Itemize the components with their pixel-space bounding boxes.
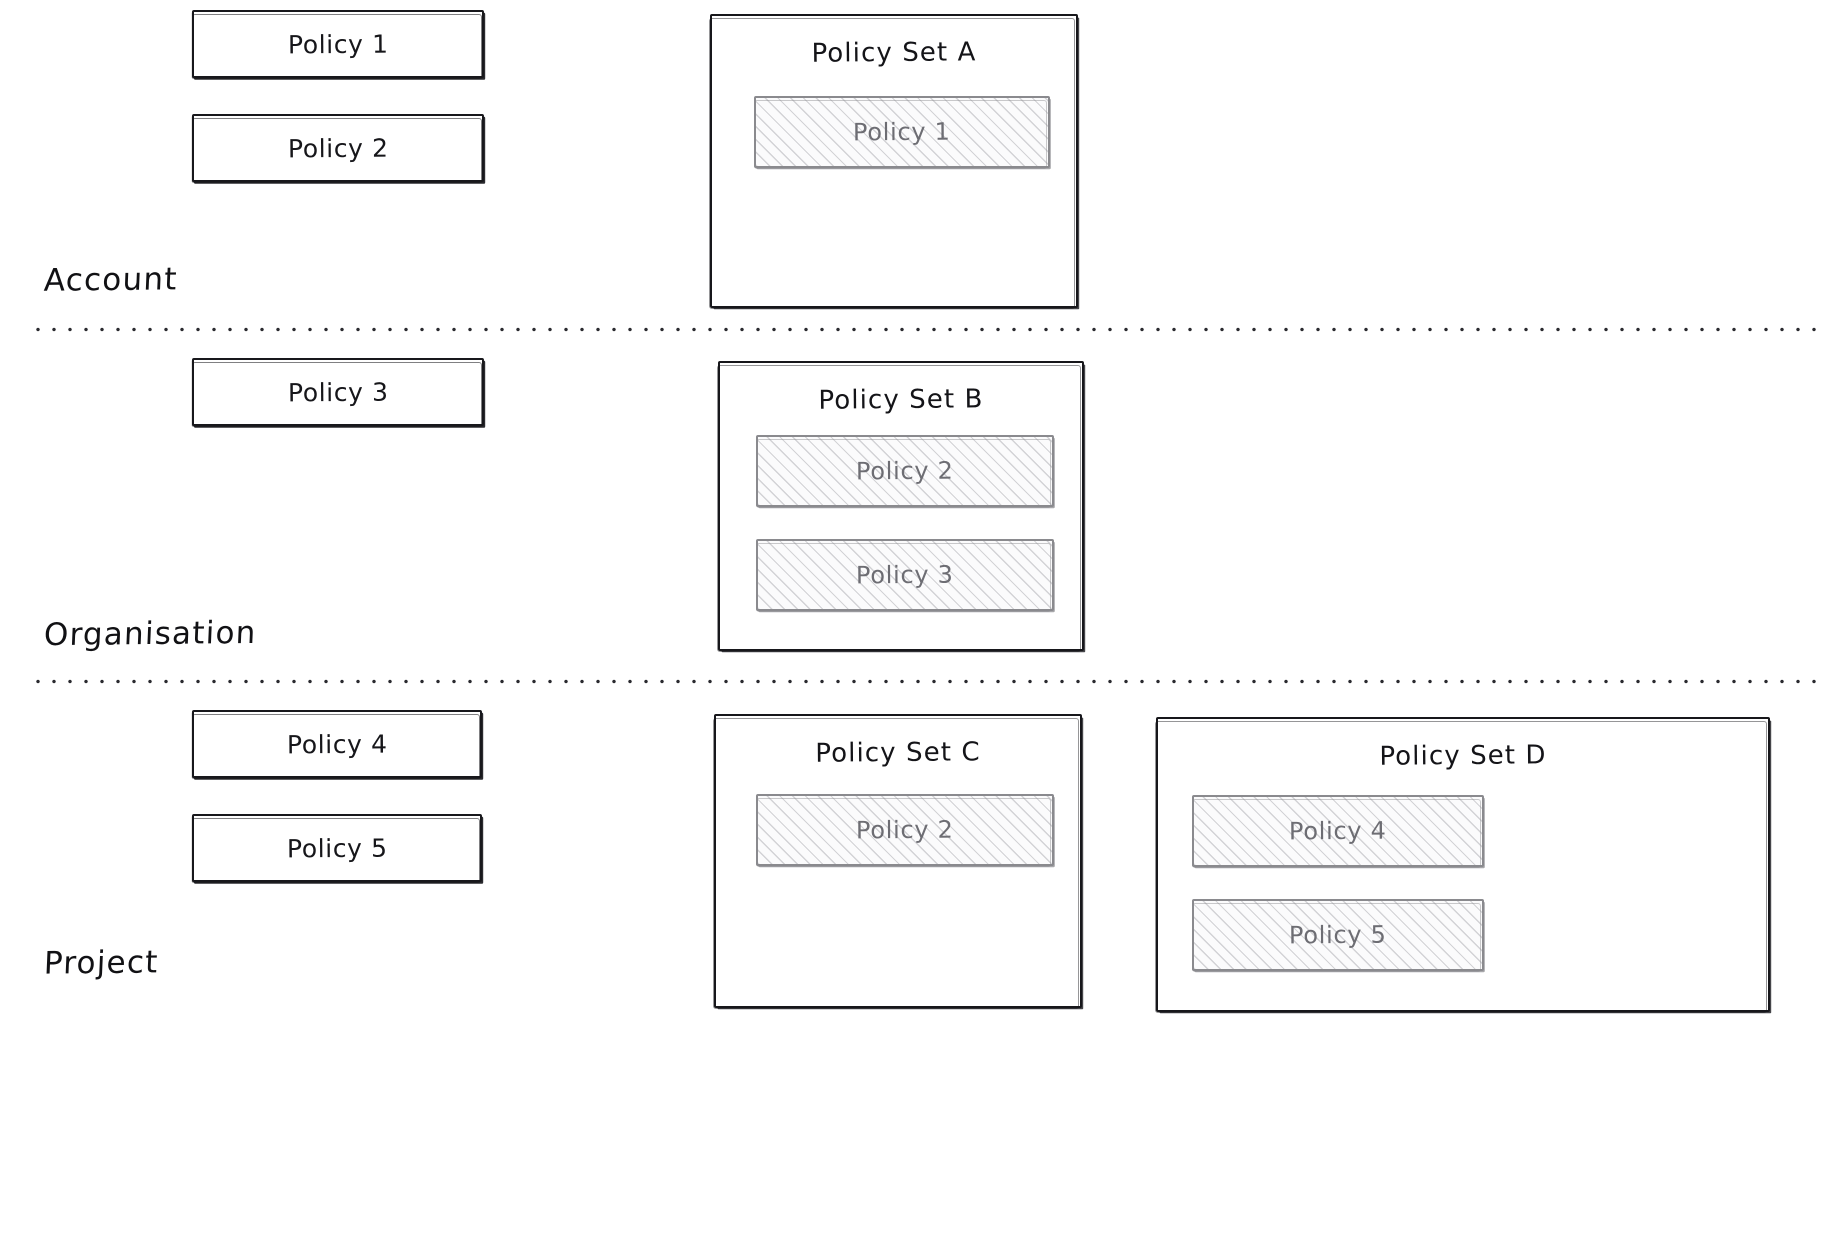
- policy-chip-label: Policy 3: [856, 560, 954, 590]
- policy-box-label: Policy 2: [287, 133, 389, 163]
- policy-set-title: Policy Set D: [1379, 740, 1547, 772]
- policy-set-c[interactable]: Policy Set C Policy 2: [713, 714, 1082, 1009]
- policy-set-title: Policy Set A: [811, 37, 977, 69]
- policy-chip-policy-3[interactable]: Policy 3: [755, 539, 1054, 612]
- policy-chip-label: Policy 2: [856, 456, 954, 486]
- policy-set-d[interactable]: Policy Set D Policy 4 Policy 5: [1155, 717, 1770, 1013]
- policy-box-policy-4[interactable]: Policy 4: [191, 710, 482, 779]
- policy-set-title: Policy Set C: [815, 737, 981, 769]
- policy-chip-label: Policy 4: [1289, 816, 1387, 846]
- policy-box-label: Policy 4: [286, 729, 388, 759]
- policy-box-policy-2[interactable]: Policy 2: [191, 114, 484, 183]
- band-divider-organisation-project: [30, 679, 1826, 684]
- policy-box-label: Policy 3: [287, 377, 389, 407]
- scope-label-project: Project: [43, 944, 160, 982]
- policy-set-b[interactable]: Policy Set B Policy 2 Policy 3: [717, 361, 1084, 652]
- policy-chip-label: Policy 2: [856, 815, 954, 845]
- scope-label-account: Account: [43, 261, 179, 299]
- policy-chip-policy-1[interactable]: Policy 1: [753, 96, 1050, 169]
- policy-box-policy-3[interactable]: Policy 3: [191, 358, 484, 427]
- policy-set-title: Policy Set B: [818, 384, 984, 416]
- policy-box-label: Policy 1: [287, 29, 389, 59]
- policy-chip-policy-5[interactable]: Policy 5: [1191, 899, 1484, 972]
- policy-chip-policy-2[interactable]: Policy 2: [755, 794, 1054, 867]
- band-divider-account-organisation: [30, 327, 1826, 332]
- policy-chip-label: Policy 1: [853, 117, 951, 147]
- policy-box-policy-5[interactable]: Policy 5: [191, 814, 482, 883]
- policy-chip-label: Policy 5: [1289, 920, 1387, 950]
- policy-chip-policy-2[interactable]: Policy 2: [755, 435, 1054, 508]
- scope-label-organisation: Organisation: [43, 614, 258, 654]
- policy-chip-policy-4[interactable]: Policy 4: [1191, 795, 1484, 868]
- policy-box-label: Policy 5: [286, 833, 388, 863]
- policy-set-a[interactable]: Policy Set A Policy 1: [709, 14, 1078, 309]
- policy-box-policy-1[interactable]: Policy 1: [191, 10, 484, 79]
